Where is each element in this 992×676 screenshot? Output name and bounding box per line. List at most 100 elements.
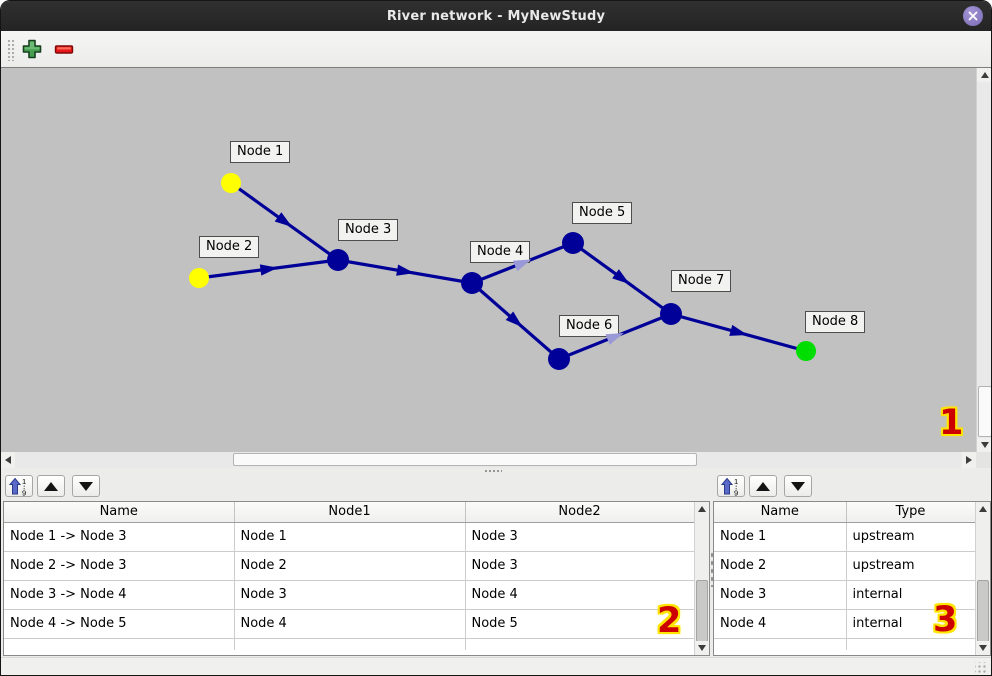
remove-button[interactable] (52, 38, 76, 62)
edge-arrowhead-icon (274, 212, 293, 228)
table-cell[interactable]: Node 1 (234, 522, 466, 552)
table-cell[interactable]: upstream (846, 551, 976, 581)
edge-arrowhead-icon (505, 311, 523, 328)
node-label[interactable]: Node 1 (230, 141, 291, 163)
node-label[interactable]: Node 7 (671, 270, 732, 292)
edge-arrowhead-icon (512, 259, 532, 272)
table-cell[interactable]: Node 2 -> Node 3 (4, 551, 235, 581)
reaches-sort-button[interactable]: 1 9 (5, 475, 33, 497)
column-header-name[interactable]: Name (4, 502, 235, 523)
table-cell[interactable]: upstream (846, 522, 976, 552)
table-cell[interactable]: Node 4 (714, 609, 847, 639)
minus-icon (54, 45, 74, 54)
horizontal-splitter[interactable] (1, 468, 991, 474)
table-cell[interactable]: Node 2 (234, 551, 466, 581)
add-button[interactable] (20, 38, 44, 62)
arrow-up-icon (979, 506, 987, 512)
scroll-up-button[interactable] (976, 502, 990, 516)
nodes-move-up-button[interactable] (749, 475, 777, 497)
table-cell[interactable]: Node 4 (465, 580, 695, 610)
table-cell[interactable]: Node 3 (465, 551, 695, 581)
scroll-down-button[interactable] (976, 641, 990, 655)
scroll-down-button[interactable] (977, 438, 991, 452)
canvas-horizontal-scrollbar[interactable] (1, 452, 976, 468)
scroll-up-button[interactable] (977, 68, 991, 82)
node-label[interactable]: Node 6 (559, 315, 620, 337)
table-cell[interactable]: internal (846, 580, 976, 610)
table-cell[interactable]: Node 3 (714, 580, 847, 610)
arrow-up-icon (698, 506, 706, 512)
close-button[interactable] (963, 6, 983, 26)
network-node[interactable] (461, 272, 483, 294)
main-toolbar (1, 31, 991, 68)
column-header-name[interactable]: Name (714, 502, 847, 523)
network-node[interactable] (221, 173, 241, 193)
column-header-type[interactable]: Type (846, 502, 976, 523)
vertical-splitter[interactable] (710, 551, 714, 587)
sort-icon: 1 9 (721, 477, 738, 496)
table-cell[interactable]: Node 3 (234, 580, 466, 610)
vertical-scroll-thumb[interactable] (696, 580, 708, 642)
network-node[interactable] (660, 303, 682, 325)
table-cell[interactable]: Node 5 (465, 609, 695, 639)
reaches-move-down-button[interactable] (72, 475, 100, 497)
table-cell[interactable]: Node 1 -> Node 3 (4, 522, 235, 552)
table-cell[interactable]: Node 3 -> Node 4 (4, 580, 235, 610)
scroll-down-button[interactable] (695, 641, 709, 655)
annotation-mark: 3 (933, 600, 958, 640)
network-node[interactable] (548, 348, 570, 370)
triangle-down-icon (79, 481, 93, 491)
nodes-move-down-button[interactable] (784, 475, 812, 497)
table-cell (714, 638, 847, 650)
horizontal-scroll-thumb[interactable] (233, 453, 697, 466)
scroll-right-button[interactable] (962, 452, 976, 468)
table-cell[interactable]: Node 4 -> Node 5 (4, 609, 235, 639)
arrow-right-icon (966, 456, 972, 464)
column-header-node1[interactable]: Node1 (234, 502, 466, 523)
nodes-sort-button[interactable]: 1 9 (717, 475, 745, 497)
vertical-scroll-thumb[interactable] (977, 580, 989, 642)
arrow-down-icon (979, 645, 987, 651)
nodes-table-scrollbar[interactable] (975, 502, 990, 655)
canvas-vertical-scrollbar[interactable] (976, 68, 991, 452)
vertical-scroll-thumb[interactable] (978, 386, 991, 437)
table-cell[interactable]: internal (846, 609, 976, 639)
node-label[interactable]: Node 2 (199, 236, 260, 258)
node-label[interactable]: Node 5 (572, 202, 633, 224)
triangle-down-icon (791, 481, 805, 491)
toolbar-drag-handle[interactable] (7, 39, 16, 61)
scroll-up-button[interactable] (695, 502, 709, 516)
table-cell[interactable]: Node 1 (714, 522, 847, 552)
network-node[interactable] (189, 268, 209, 288)
table-cell[interactable]: Node 3 (465, 522, 695, 552)
arrow-up-icon (981, 72, 989, 78)
table-cell[interactable]: Node 4 (234, 609, 466, 639)
network-canvas[interactable]: Node 1 Node 2 Node 3 Node 4 Node 5 Node 6 Node… (1, 68, 976, 452)
reaches-move-up-button[interactable] (37, 475, 65, 497)
plus-icon (22, 39, 42, 59)
network-node[interactable] (562, 232, 584, 254)
node-label[interactable]: Node 8 (805, 311, 866, 333)
node-label[interactable]: Node 3 (338, 219, 399, 241)
reaches-table-scrollbar[interactable] (694, 502, 709, 655)
network-node[interactable] (796, 341, 816, 361)
node-label[interactable]: Node 4 (470, 241, 531, 263)
network-node[interactable] (327, 249, 349, 271)
table-cell[interactable]: Node 2 (714, 551, 847, 581)
resize-grip-icon[interactable] (975, 662, 987, 674)
scroll-left-button[interactable] (1, 452, 15, 468)
column-header-node2[interactable]: Node2 (465, 502, 695, 523)
titlebar[interactable]: River network - MyNewStudy (1, 1, 991, 31)
